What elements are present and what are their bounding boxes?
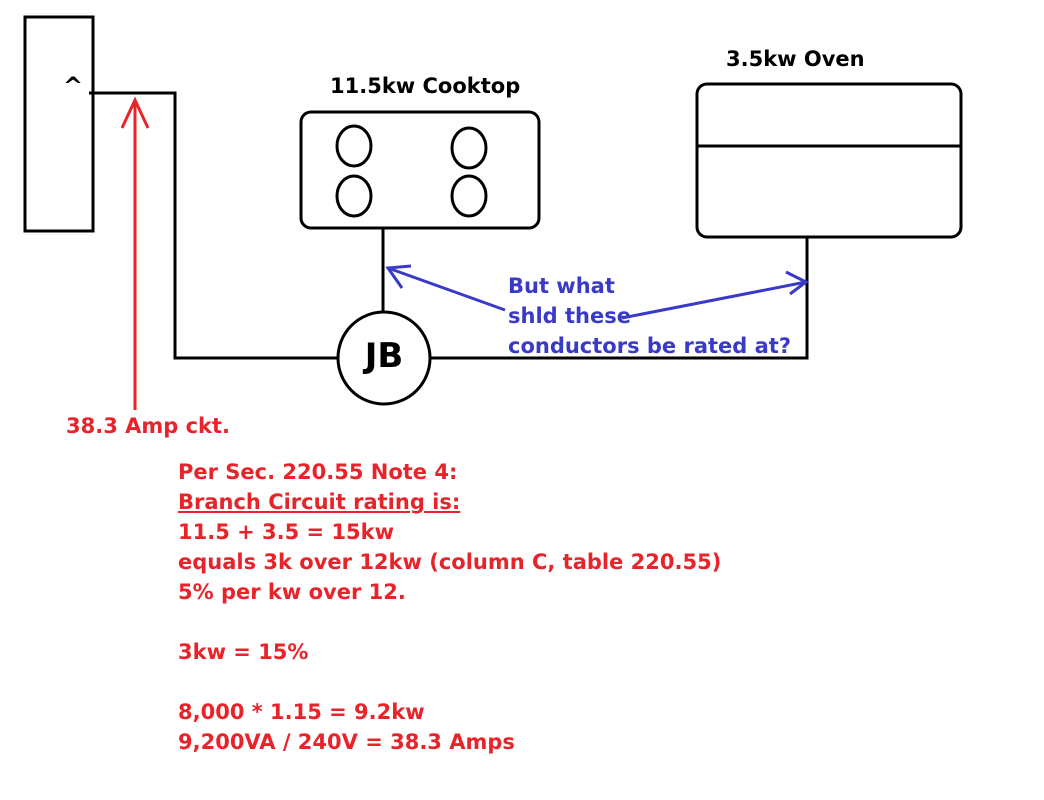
circuit-amp-label: 38.3 Amp ckt.: [66, 414, 231, 438]
cooktop-burner-bottom-left: [335, 174, 373, 218]
oven-box: [695, 82, 963, 239]
cooktop-burner-top-left: [335, 124, 373, 168]
calc-line-percent-rule: 5% per kw over 12.: [178, 580, 406, 604]
question-line-3: conductors be rated at?: [508, 334, 792, 358]
calc-heading: Per Sec. 220.55 Note 4:: [178, 460, 458, 484]
calc-line-sum: 11.5 + 3.5 = 15kw: [178, 520, 395, 544]
cooktop-box: [299, 110, 541, 230]
question-arrow-right-head: [785, 270, 809, 296]
feed-conductor: [89, 91, 337, 360]
calc-line-percent: 3kw = 15%: [178, 640, 309, 664]
calculation-block: Per Sec. 220.55 Note 4: Branch Circuit r…: [178, 457, 778, 757]
calc-subheading: Branch Circuit rating is:: [178, 490, 461, 514]
circuit-arrow-head: [120, 96, 150, 129]
question-arrow-left-shaft: [387, 266, 506, 312]
breaker-symbol: ^: [63, 72, 84, 100]
question-line-2: shld these: [508, 304, 631, 328]
cooktop-label: 11.5kw Cooktop: [330, 74, 521, 98]
oven-conductor: [430, 238, 809, 360]
calc-line-kw: 8,000 * 1.15 = 9.2kw: [178, 700, 425, 724]
calc-line-amps: 9,200VA / 240V = 38.3 Amps: [178, 730, 515, 754]
question-line-1: But what: [508, 274, 615, 298]
oven-label: 3.5kw Oven: [726, 47, 865, 71]
cooktop-burner-top-right: [450, 126, 488, 170]
junction-box-label: JB: [364, 336, 404, 376]
cooktop-burner-bottom-right: [450, 174, 488, 218]
question-arrow-left-head: [385, 264, 412, 289]
panel-box: [23, 15, 95, 233]
question-arrow-right-shaft: [621, 280, 807, 320]
calc-line-over: equals 3k over 12kw (column C, table 220…: [178, 550, 722, 574]
